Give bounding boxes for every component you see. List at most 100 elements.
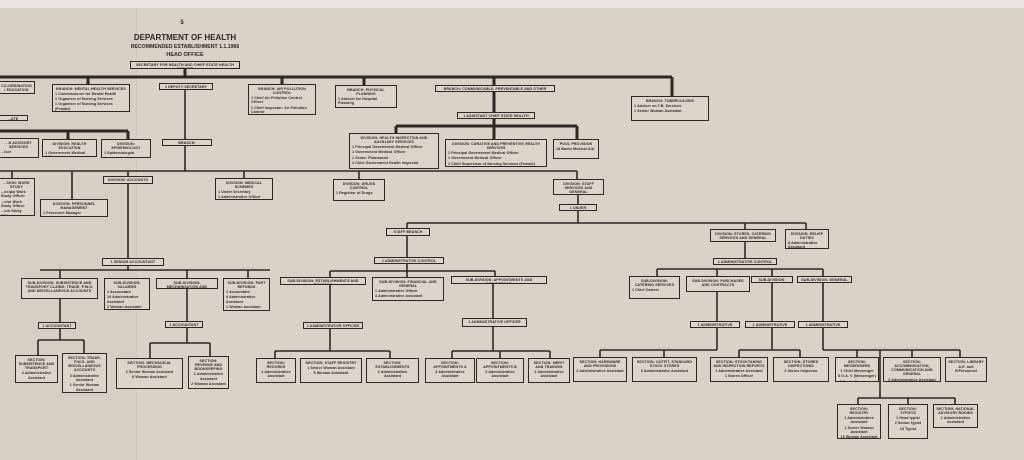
org-box: ...sion: Work Study...ncipal Work Study … [0,178,35,216]
org-box: Section: Staff Registry1 Senior Woman As… [300,358,362,383]
org-box: Division: Epidemiology1 Epidemiologist [101,139,151,158]
org-box: Section: Subsistence and Transport4 Admi… [15,355,58,383]
org-box-staff-line: 1 Chief Messenger [840,369,874,374]
org-box-staff-line: 1 Accountant [226,290,250,295]
org-box-staff-line: 1 Commissioner for Mental Health [55,91,117,96]
org-box: Section: National Advisory Bodies1 Admin… [933,404,978,428]
org-box-staff-line: ...isor [1,150,12,155]
org-box-title: ...n Advisory Services [5,140,32,149]
org-box: Section: Revenue and Bookkeeping1 Admini… [188,356,229,389]
org-box-staff-line: 1 Administrative Officer [375,289,418,294]
org-box-title: 1 Under Secretary [569,206,587,210]
org-box-title: Division: Accounts [107,178,148,182]
org-box: 1 Under Secretary [559,204,597,211]
org-box-staff-line: 6 Woman Assistant [132,375,167,380]
org-box-title: Section: Mechanical Processing [127,360,172,369]
org-box-staff-line: 1 Organiser of Nursing Services (Female) [55,102,113,111]
org-box-staff-line: 3 Administrative Assistant [485,370,515,379]
org-box-staff-line: 1 Senior Woman Assistant [69,383,100,392]
org-box-staff-line: 2 Administrative Assistant [377,370,408,379]
org-box-staff-line: 3 Stores Inspector [784,369,818,374]
org-box-title: Section: Establishments [375,360,410,369]
org-box-title: Staff Branch [393,230,423,234]
org-box: Division: Staff Services and General [553,179,604,195]
org-box: Division: Personnel Management1 Personne… [40,199,108,217]
org-box: Section: Records4 Administrative Assista… [256,358,296,383]
org-box-staff-line: 1 Government Medical Officer [45,151,86,156]
org-box-title: Secretary for Health and Chief State Hea… [136,63,234,68]
org-box-title: Section: Revenue and Bookkeeping [194,358,223,372]
org-box-staff-line: 3 Administrative Assistant [69,373,100,382]
org-box: Section: Outfit, Standard Stock Stores3 … [632,357,697,382]
org-box-title: Section: Outfit, Standard Stock Stores [636,359,693,368]
org-box: Section: Appointments A3 Administrative … [425,358,475,383]
org-box: Section: Hardware and Provisions2 Admini… [573,357,627,382]
org-box-staff-line: 1 Epidemiologist [104,151,135,156]
org-box-title: 1 Administrative Officer [468,320,521,324]
org-box: Section: Mechanical Processing2 Senior W… [116,358,183,389]
org-box-title: Branch: Communicable, Preventable and Ot… [443,87,547,91]
org-box-title: Division: Curative and Preventive Health… [452,141,540,150]
org-box-staff-line: 1 Personnel Manager [43,211,82,216]
org-box-staff-line: ...ncipal Work Study Officer [1,190,26,199]
org-box-staff-line: 1 Head typist [896,416,920,421]
org-box-title: Division: Staff Services and General [563,181,594,195]
org-box-title: Co-ordination / Education [1,83,32,92]
org-box: 1 Administrative Officer [303,322,363,329]
org-box: 1 Deputy Secretary [159,83,213,90]
org-box-staff-line: 2 Senior typist [894,421,922,426]
org-box: 1 Senior Accountant [102,258,164,266]
org-box-staff-line: 18 Typist [899,426,917,431]
org-box: 1 Accountant [165,321,203,328]
org-box-staff-line: 2 Woman Assistant [191,381,226,386]
org-box-title: Division: Relief Duties [790,231,824,240]
org-box-staff-line: 8 Administrative Assistant [788,241,818,249]
document-title: DEPARTMENT OF HEALTH [133,33,237,42]
org-box-title: Section: Staff Registry [305,360,357,365]
org-box-title: 1 Administrative Control Officer [717,260,773,264]
org-box: Sub-Division: Mechanisation and Bookkeep… [156,278,218,289]
org-box-staff-line: ...ork Study Officer [1,209,22,216]
org-box-title: Division: Stores, Catering Services and … [715,231,771,240]
org-box: Sub-Division: General [797,276,852,283]
org-box-title: ...ate Health Officer [7,117,19,121]
org-box-title: 1 Accountant [169,323,199,327]
org-box: 1 Administrative Officer [745,321,795,328]
org-box-staff-line: 1 Administrative Officer [218,195,261,200]
org-box: Secretary for Health and Chief State Hea… [130,61,240,69]
org-box-title: 1 Deputy Secretary [164,85,208,89]
org-box-staff-line: 1 Stores Officer [724,374,754,379]
org-box-title: Branch: Administrative [178,141,196,145]
org-box: Division: Health Education1 Government M… [42,139,97,157]
org-box-staff-line: 1 Administrative Assistant [844,416,874,425]
org-box: Sub-Division: Appointments and Promotion… [451,276,547,284]
org-box-staff-line: 3 Administrative Assistant [435,370,465,379]
org-box: Division: Stores, Catering Services and … [710,229,776,242]
org-box: Branch: Communicable, Preventable and Ot… [435,85,555,92]
org-box-title: Sub-Division: Part Refunds [227,280,266,289]
org-box-title: 1 Administrative Officer [805,323,841,327]
org-box-staff-line: 4 Administrative Assistant [226,295,256,304]
org-box: 1 Administrative Control Officer [713,258,777,265]
org-box-staff-line: 1 Chief Government Health Inspector [352,160,419,165]
org-box-staff-line: ...nior Work Study Officer [1,199,25,208]
org-box: Sub-Division: Control [751,276,793,283]
org-box-staff-line: 2 Administrative Assistant [534,370,564,379]
org-box: Section: LibraryA.E. and E/Personnel [945,357,987,382]
org-box-title: Section: Subsistence and Transport [18,357,55,371]
org-box: 1 Administrative Officer [462,318,527,327]
page-number: 5 [180,20,184,26]
org-box: ...n Advisory Services...isor [0,138,39,158]
org-box-title: 1 Accountant [42,324,72,328]
org-box: 1 Administrative Officer [798,321,848,328]
org-box-title: Pool Provision [559,141,593,146]
org-box-title: Division: Medical Schemes [225,180,263,189]
org-box-staff-line: 10 Woman Assistant [840,435,878,439]
org-box-staff-line: 4 Administrative Assistant [261,370,291,379]
org-box-staff-line: 5 Woman Assistant [313,371,349,376]
org-box-staff-line: A.E. and E/Personnel [955,364,977,374]
org-box: Division: Curative and Preventive Health… [445,139,547,167]
org-box: Section: Stocktaking and Inspection Repo… [710,357,768,382]
org-box: Staff Branch [386,228,430,236]
